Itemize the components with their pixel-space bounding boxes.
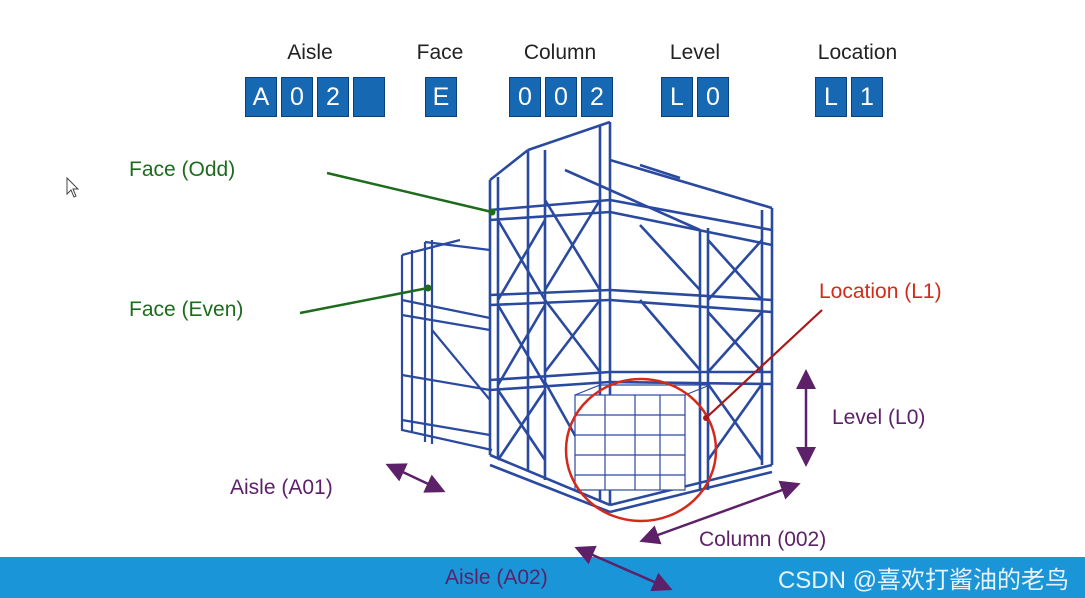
column-char-1: 0 <box>509 77 541 117</box>
face-odd-dot <box>488 208 496 216</box>
column-char-2: 0 <box>545 77 577 117</box>
aisle-a01-arrow <box>385 463 446 493</box>
mouse-cursor-icon <box>66 176 80 198</box>
aisle-char-2: 0 <box>281 77 313 117</box>
column-arrow <box>639 480 801 545</box>
aisle-char-4 <box>353 77 385 117</box>
column-header: Column <box>523 41 597 64</box>
rack-odd-face <box>488 120 774 514</box>
watermark: CSDN @喜欢打酱油的老鸟 <box>777 567 1069 594</box>
aisle-header: Aisle <box>287 41 333 64</box>
level-label: Level (L0) <box>832 406 926 429</box>
face-even-label: Face (Even) <box>129 298 244 321</box>
location-char-2: 1 <box>851 77 883 117</box>
location-label: Location (L1) <box>819 280 942 303</box>
location-char-1: L <box>815 77 847 117</box>
pallet-boxes <box>574 384 711 491</box>
aisle-a01-label: Aisle (A01) <box>230 476 333 499</box>
aisle-char-1: A <box>245 77 277 117</box>
face-even-pointer <box>299 286 429 315</box>
location-dot <box>703 415 709 421</box>
level-header: Level <box>669 41 721 64</box>
location-header: Location <box>817 41 898 64</box>
location-pointer <box>705 309 823 419</box>
face-even-dot <box>424 284 432 292</box>
aisle-char-3: 2 <box>317 77 349 117</box>
face-odd-pointer <box>326 171 493 214</box>
column-char-3: 2 <box>581 77 613 117</box>
bottom-bar <box>0 557 1085 598</box>
level-char-1: L <box>661 77 693 117</box>
rack-even-face <box>400 238 493 452</box>
face-odd-label: Face (Odd) <box>129 158 236 181</box>
column-label: Column (002) <box>699 528 827 551</box>
face-char-1: E <box>425 77 457 117</box>
level-char-2: 0 <box>697 77 729 117</box>
face-header: Face <box>416 41 464 64</box>
aisle-a02-arrow <box>574 545 673 592</box>
aisle-a02-label: Aisle (A02) <box>445 566 548 589</box>
